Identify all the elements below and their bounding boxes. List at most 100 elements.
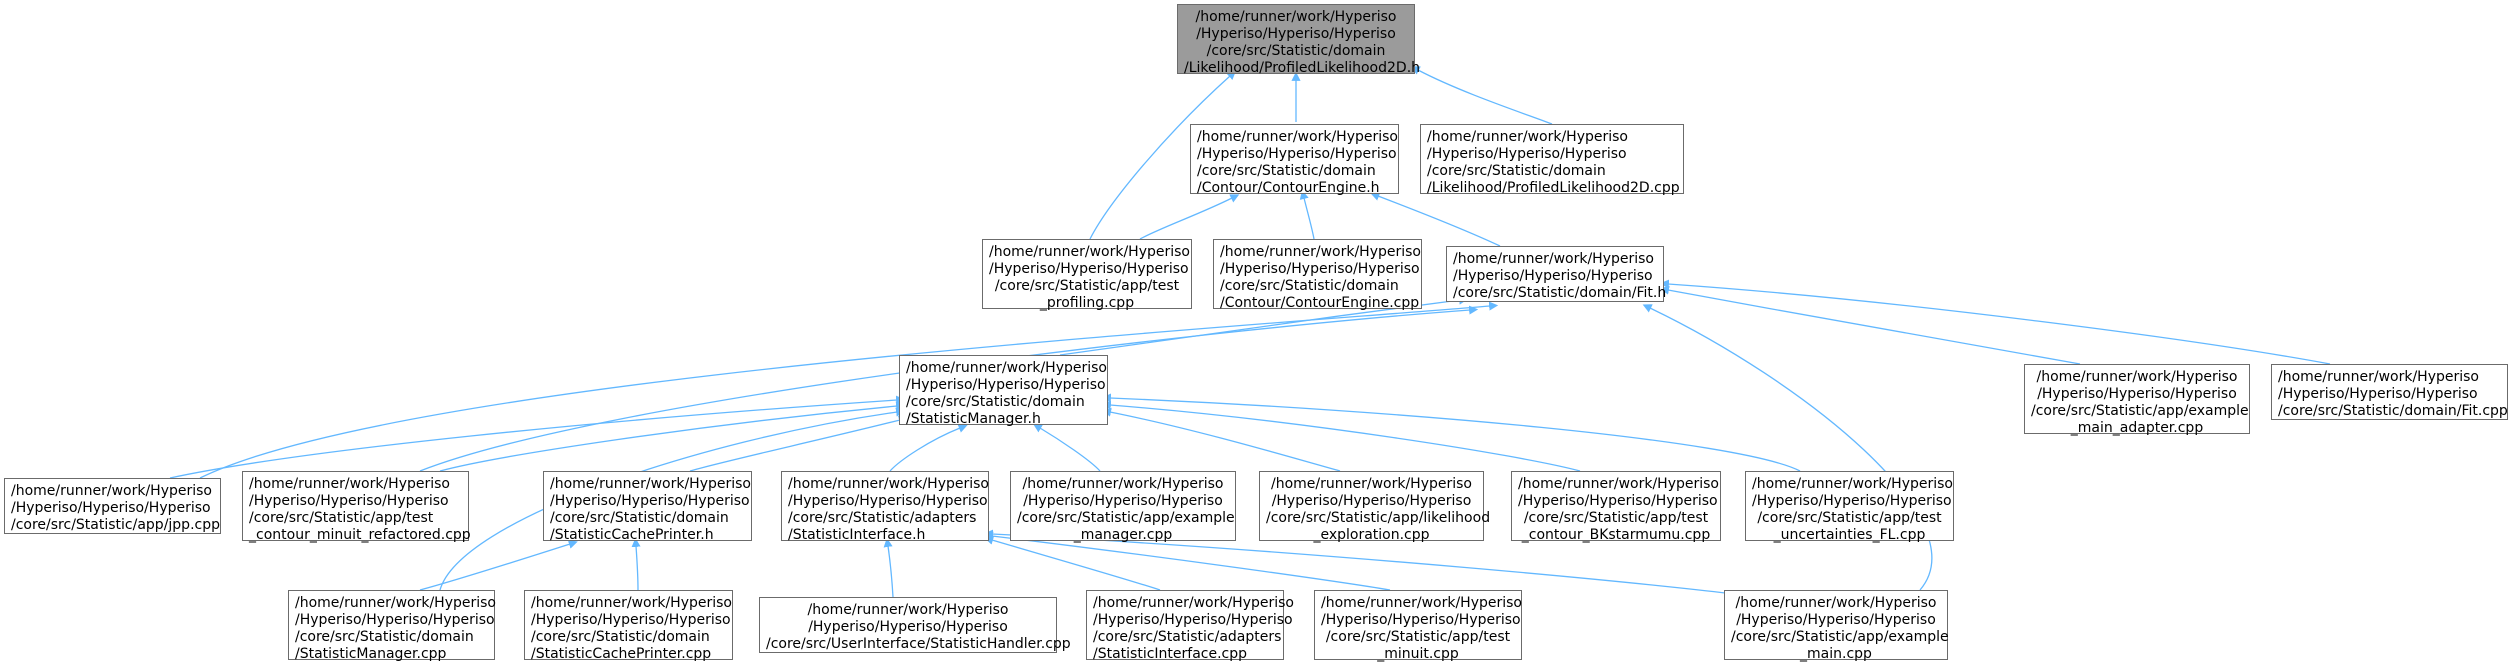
edge-test-uncertainties-to-statistic-manager-h [1101, 393, 1801, 472]
edge-statistic-handler-to-interface-h [883, 537, 894, 598]
node-fit-cpp[interactable]: /home/runner/work/Hyperiso /Hyperiso/Hyp… [2271, 364, 2508, 420]
node-line: /home/runner/work/Hyperiso [1427, 129, 1628, 145]
node-line: /core/src/Statistic/domain [1197, 163, 1376, 179]
node-line: /Hyperiso/Hyperiso/Hyperiso [249, 493, 449, 509]
edge-jpp-to-fit-h [199, 301, 1499, 479]
node-line: /core/src/Statistic/domain [906, 394, 1085, 410]
node-line: /core/src/Statistic/app/example [1017, 510, 1235, 526]
node-likelihood-exploration-cpp[interactable]: /home/runner/work/Hyperiso /Hyperiso/Hyp… [1259, 471, 1491, 543]
node-line: /home/runner/work/Hyperiso [1735, 595, 1937, 611]
node-line: _exploration.cpp [1313, 527, 1430, 543]
node-line: /Contour/ContourEngine.h [1197, 180, 1380, 196]
node-jpp-cpp[interactable]: /home/runner/work/Hyperiso /Hyperiso/Hyp… [4, 478, 221, 534]
node-line: /Hyperiso/Hyperiso/Hyperiso [1752, 493, 1952, 509]
node-line: /Hyperiso/Hyperiso/Hyperiso [1023, 493, 1223, 509]
node-line: /core/src/Statistic/adapters [788, 510, 977, 526]
node-line: /home/runner/work/Hyperiso [989, 244, 1190, 260]
node-line: /Hyperiso/Hyperiso/Hyperiso [788, 493, 988, 509]
node-test-contour-bkstarmumu-cpp[interactable]: /home/runner/work/Hyperiso /Hyperiso/Hyp… [1511, 471, 1721, 543]
node-line: _profiling.cpp [1039, 295, 1135, 311]
edge-interface-h-to-statistic-manager-h [889, 424, 968, 472]
edge-statistic-manager-cpp-to-cache-printer-h [419, 539, 578, 591]
node-line: /home/runner/work/Hyperiso [788, 476, 989, 492]
node-example-manager-cpp[interactable]: /home/runner/work/Hyperiso /Hyperiso/Hyp… [1010, 471, 1236, 543]
node-line: /home/runner/work/Hyperiso [1453, 251, 1654, 267]
node-test-uncertainties-fl-cpp[interactable]: /home/runner/work/Hyperiso /Hyperiso/Hyp… [1745, 471, 1954, 543]
node-fit-h[interactable]: /home/runner/work/Hyperiso /Hyperiso/Hyp… [1446, 246, 1667, 302]
node-line: /core/src/Statistic/domain [531, 629, 710, 645]
node-line: _uncertainties_FL.cpp [1773, 527, 1926, 543]
node-statistic-cache-printer-h[interactable]: /home/runner/work/Hyperiso /Hyperiso/Hyp… [543, 471, 752, 543]
node-line: /core/src/Statistic/app/test [994, 278, 1180, 294]
edge-test-profiling-to-contour-engine-h [1139, 194, 1240, 240]
node-line: /home/runner/work/Hyperiso [1197, 129, 1398, 145]
node-line: /Hyperiso/Hyperiso/Hyperiso [1736, 612, 1936, 628]
node-line: _minuit.cpp [1377, 646, 1459, 662]
node-line: /core/src/Statistic/app/example [1731, 629, 1949, 645]
node-line: /Hyperiso/Hyperiso/Hyperiso [1427, 146, 1627, 162]
node-line: /home/runner/work/Hyperiso [906, 360, 1107, 376]
node-profiled-likelihood-2d-cpp[interactable]: /home/runner/work/Hyperiso /Hyperiso/Hyp… [1420, 124, 1684, 196]
node-line: /core/src/Statistic/app/example [2031, 403, 2249, 419]
node-line: /Hyperiso/Hyperiso/Hyperiso [1196, 26, 1396, 42]
node-line: /home/runner/work/Hyperiso [1271, 476, 1472, 492]
node-line: _contour_BKstarmumu.cpp [1521, 527, 1711, 543]
node-line: /core/src/Statistic/domain [550, 510, 729, 526]
node-line: /core/src/UserInterface/StatisticHandler… [766, 636, 1071, 652]
node-profiled-likelihood-2d-h[interactable]: /home/runner/work/Hyperiso /Hyperiso/Hyp… [1177, 4, 1421, 76]
node-line: /StatisticInterface.cpp [1093, 646, 1248, 662]
node-example-main-adapter-cpp[interactable]: /home/runner/work/Hyperiso /Hyperiso/Hyp… [2024, 364, 2250, 436]
node-line: /home/runner/work/Hyperiso [295, 595, 496, 611]
node-statistic-cache-printer-cpp[interactable]: /home/runner/work/Hyperiso /Hyperiso/Hyp… [524, 590, 733, 662]
node-statistic-interface-cpp[interactable]: /home/runner/work/Hyperiso /Hyperiso/Hyp… [1086, 590, 1294, 662]
node-line: /core/src/Statistic/domain/Fit.h [1453, 285, 1667, 301]
node-statistic-interface-h[interactable]: /home/runner/work/Hyperiso /Hyperiso/Hyp… [781, 471, 989, 543]
edge-cache-printer-cpp-to-cache-printer-h [631, 537, 641, 591]
edge-example-main-adapter-to-fit-h [1659, 285, 2081, 365]
node-statistic-handler-cpp[interactable]: /home/runner/work/Hyperiso /Hyperiso/Hyp… [759, 597, 1071, 653]
node-contour-engine-cpp[interactable]: /home/runner/work/Hyperiso /Hyperiso/Hyp… [1213, 239, 1422, 311]
node-line: /core/src/Statistic/app/test [249, 510, 434, 526]
node-line: /core/src/Statistic/adapters [1093, 629, 1282, 645]
node-line: _main_adapter.cpp [2070, 420, 2204, 436]
node-line: /Hyperiso/Hyperiso/Hyperiso [1093, 612, 1293, 628]
node-test-minuit-cpp[interactable]: /home/runner/work/Hyperiso /Hyperiso/Hyp… [1314, 590, 1522, 662]
node-line: /StatisticCachePrinter.h [550, 527, 714, 543]
node-line: /core/src/Statistic/domain [295, 629, 474, 645]
node-line: /core/src/Statistic/domain/Fit.cpp [2278, 403, 2508, 419]
node-line: /StatisticInterface.h [788, 527, 926, 543]
node-line: /StatisticManager.cpp [295, 646, 447, 662]
edge-example-manager-to-statistic-manager-h [1032, 423, 1101, 472]
node-statistic-manager-cpp[interactable]: /home/runner/work/Hyperiso /Hyperiso/Hyp… [288, 590, 496, 662]
node-line: /home/runner/work/Hyperiso [1022, 476, 1224, 492]
node-line: /home/runner/work/Hyperiso [11, 483, 212, 499]
node-line: /home/runner/work/Hyperiso [2036, 369, 2238, 385]
node-line: /core/src/Statistic/domain [1220, 278, 1399, 294]
node-statistic-manager-h[interactable]: /home/runner/work/Hyperiso /Hyperiso/Hyp… [899, 355, 1108, 427]
node-line: /core/src/Statistic/app/test [1523, 510, 1709, 526]
node-contour-engine-h[interactable]: /home/runner/work/Hyperiso /Hyperiso/Hyp… [1190, 124, 1399, 196]
node-line: /Likelihood/ProfiledLikelihood2D.cpp [1427, 180, 1680, 196]
node-line: /Hyperiso/Hyperiso/Hyperiso [2278, 386, 2478, 402]
node-line: /home/runner/work/Hyperiso [1220, 244, 1421, 260]
edge-likelihood-exploration-to-statistic-manager-h [1101, 407, 1341, 472]
node-line: /Hyperiso/Hyperiso/Hyperiso [1220, 261, 1420, 277]
node-line: /core/src/Statistic/app/likelihood [1266, 510, 1491, 526]
node-test-contour-minuit-refactored-cpp[interactable]: /home/runner/work/Hyperiso /Hyperiso/Hyp… [242, 471, 471, 543]
node-example-main-cpp[interactable]: /home/runner/work/Hyperiso /Hyperiso/Hyp… [1724, 590, 1949, 662]
node-line: /Hyperiso/Hyperiso/Hyperiso [11, 500, 211, 516]
node-line: /Hyperiso/Hyperiso/Hyperiso [1453, 268, 1653, 284]
node-line: /Likelihood/ProfiledLikelihood2D.h [1184, 60, 1421, 76]
node-line: /home/runner/work/Hyperiso [1752, 476, 1953, 492]
node-line: /core/src/Statistic/app/jpp.cpp [11, 517, 220, 533]
node-line: /StatisticCachePrinter.cpp [531, 646, 712, 662]
node-line: /Hyperiso/Hyperiso/Hyperiso [531, 612, 731, 628]
edge-test-minuit-to-interface-h [983, 531, 1391, 591]
node-line: /Hyperiso/Hyperiso/Hyperiso [2037, 386, 2237, 402]
node-test-profiling-cpp[interactable]: /home/runner/work/Hyperiso /Hyperiso/Hyp… [982, 239, 1192, 311]
edge-test-contour-bk-to-statistic-manager-h [1101, 400, 1581, 472]
node-line: _manager.cpp [1073, 527, 1173, 543]
edge-interface-cpp-to-interface-h [984, 535, 1161, 591]
node-line: /Hyperiso/Hyperiso/Hyperiso [989, 261, 1189, 277]
